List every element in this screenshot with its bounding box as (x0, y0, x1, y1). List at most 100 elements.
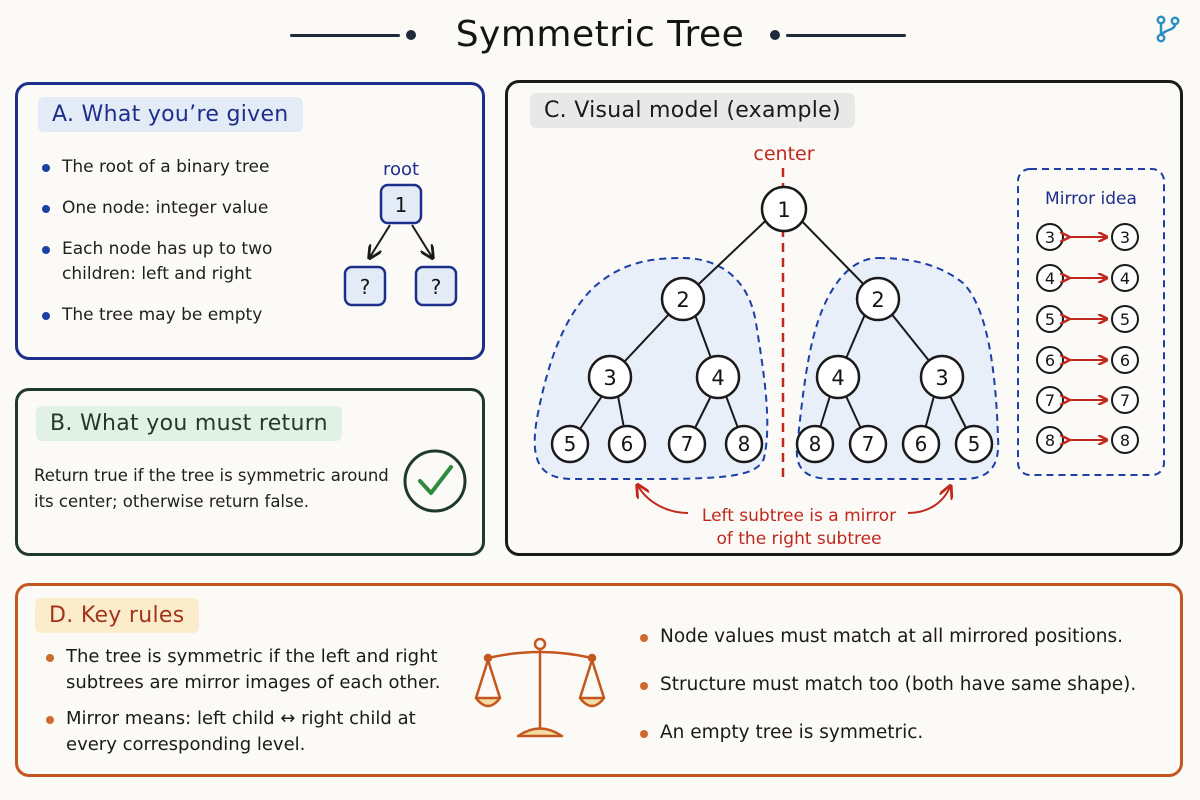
svg-text:2: 2 (676, 288, 689, 312)
svg-text:7: 7 (1120, 391, 1130, 410)
right-child-node (414, 265, 458, 307)
rules-list-left: The tree is symmetric if the left and ri… (42, 644, 452, 768)
tree-node: 5 (550, 424, 590, 464)
symmetric-tree-diagram: center 1 2 (533, 143, 1165, 549)
left-child-value: ? (360, 275, 371, 299)
page-title: Symmetric Tree (455, 14, 745, 55)
svg-text:2: 2 (871, 288, 884, 312)
svg-text:5: 5 (1045, 310, 1055, 329)
svg-text:8: 8 (1045, 431, 1055, 450)
tree-node: 5 (954, 424, 994, 464)
tree-node: 1 (760, 185, 808, 233)
panel-return-title: B. What you must return (36, 406, 342, 441)
given-item: Each node has up to two children: left a… (38, 237, 338, 287)
svg-text:3: 3 (603, 366, 616, 390)
title-rule-left (290, 34, 400, 37)
mirror-pair: 7 7 (1036, 386, 1139, 414)
svg-text:4: 4 (1045, 269, 1055, 288)
bullet-dot (46, 654, 54, 662)
bullet-dot (42, 246, 50, 254)
panel-return: B. What you must return Return true if t… (15, 388, 485, 556)
curved-arrow-icon (907, 487, 950, 514)
tree-node: 8 (724, 424, 764, 464)
tree-node: 3 (919, 354, 965, 400)
given-list: The root of a binary tree One node: inte… (38, 155, 338, 344)
svg-text:5: 5 (968, 432, 981, 456)
svg-text:6: 6 (621, 432, 634, 456)
mirror-caption-line1: Left subtree is a mirror (702, 506, 896, 526)
svg-text:3: 3 (1120, 228, 1130, 247)
svg-text:5: 5 (564, 432, 577, 456)
left-subtree-region (533, 256, 769, 480)
root-node (379, 183, 423, 225)
right-child-value: ? (431, 275, 442, 299)
tree-node: 6 (901, 424, 941, 464)
left-child-node (343, 265, 387, 307)
panel-given: A. What you’re given The root of a binar… (15, 82, 485, 360)
git-branch-icon[interactable] (1152, 14, 1182, 44)
given-item: The tree may be empty (38, 303, 338, 328)
tree-node: 8 (795, 424, 835, 464)
tree-node: 4 (815, 354, 861, 400)
panel-key-rules: D. Key rules The tree is symmetric if th… (15, 583, 1183, 777)
mirror-idea-title: Mirror idea (1045, 189, 1137, 209)
svg-text:7: 7 (1045, 391, 1055, 410)
svg-text:6: 6 (1120, 351, 1130, 370)
title-dot-left (406, 30, 416, 40)
svg-text:8: 8 (738, 432, 751, 456)
svg-text:1: 1 (777, 198, 790, 222)
rule-item: Mirror means: left child ↔ right child a… (42, 706, 452, 758)
right-subtree-region (795, 256, 1000, 480)
given-item: The root of a binary tree (38, 155, 338, 180)
svg-text:4: 4 (711, 366, 724, 390)
svg-text:4: 4 (1120, 269, 1130, 288)
bullet-dot (42, 164, 50, 172)
panel-visual-model: C. Visual model (example) center (505, 80, 1183, 556)
panel-key-rules-title: D. Key rules (35, 598, 199, 633)
rule-item: Structure must match too (both have same… (636, 672, 1156, 698)
rules-list-right: Node values must match at all mirrored p… (636, 624, 1156, 768)
curved-arrow-icon (638, 486, 689, 514)
svg-text:6: 6 (1045, 351, 1055, 370)
tree-node: 7 (848, 424, 888, 464)
root-label: root (383, 159, 419, 180)
tree-node: 3 (587, 354, 633, 400)
svg-text:4: 4 (831, 366, 844, 390)
header: Symmetric Tree (0, 0, 1200, 70)
panel-given-title: A. What you’re given (38, 97, 303, 132)
svg-text:6: 6 (915, 432, 928, 456)
svg-text:3: 3 (1045, 228, 1055, 247)
tree-node: 4 (695, 354, 741, 400)
svg-text:7: 7 (681, 432, 694, 456)
root-node-value: 1 (395, 193, 408, 217)
title-rule-right (786, 34, 906, 37)
given-item: One node: integer value (38, 196, 338, 221)
rule-item: The tree is symmetric if the left and ri… (42, 644, 452, 696)
svg-text:7: 7 (862, 432, 875, 456)
mirror-pair: 4 4 (1036, 264, 1139, 292)
rule-item: Node values must match at all mirrored p… (636, 624, 1156, 650)
svg-text:5: 5 (1120, 310, 1130, 329)
center-label: center (753, 143, 814, 165)
tree-node: 2 (855, 276, 901, 322)
mirror-caption-line2: of the right subtree (716, 529, 881, 549)
bullet-dot (42, 312, 50, 320)
mirror-pair: 6 6 (1036, 346, 1139, 374)
mini-tree-diagram: root 1 ? ? (343, 159, 458, 307)
panel-visual-title: C. Visual model (example) (530, 93, 855, 128)
bullet-dot (640, 634, 648, 642)
return-description: Return true if the tree is symmetric aro… (34, 466, 389, 511)
bullet-dot (640, 682, 648, 690)
tree-node: 6 (607, 424, 647, 464)
bullet-dot (640, 730, 648, 738)
tree-node: 2 (660, 276, 706, 322)
title-dot-right (770, 30, 780, 40)
mirror-pair: 8 8 (1036, 426, 1139, 454)
rule-item: An empty tree is symmetric. (636, 720, 1156, 746)
bullet-dot (46, 716, 54, 724)
svg-text:8: 8 (809, 432, 822, 456)
mirror-pair: 5 5 (1036, 305, 1139, 333)
mirror-pair: 3 3 (1036, 223, 1139, 251)
svg-text:3: 3 (935, 366, 948, 390)
tree-node: 7 (667, 424, 707, 464)
